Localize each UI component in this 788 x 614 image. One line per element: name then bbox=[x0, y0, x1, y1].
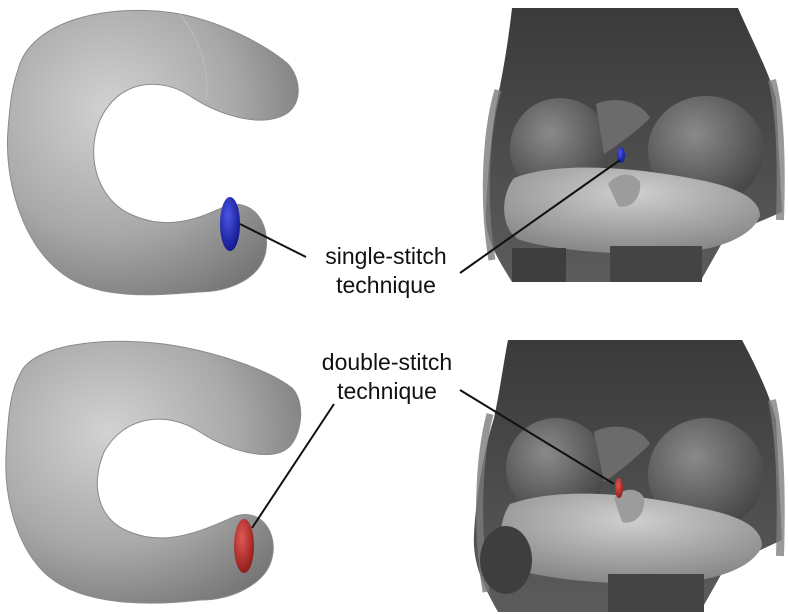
meniscus-bottom-body bbox=[5, 340, 302, 604]
condyle-left-bottom bbox=[506, 418, 606, 518]
double-stitch-label: double-stitch technique bbox=[292, 348, 482, 406]
double-stitch-label-line1: double-stitch bbox=[321, 349, 453, 375]
double-stitch-marker-meniscus bbox=[234, 519, 254, 573]
single-stitch-leader-right bbox=[459, 159, 621, 274]
single-stitch-leader-left bbox=[239, 223, 307, 258]
single-stitch-label: single-stitch technique bbox=[288, 242, 484, 300]
meniscus-top bbox=[6, 9, 299, 296]
meniscus-top-body bbox=[6, 9, 299, 296]
double-stitch-marker-knee bbox=[615, 478, 623, 498]
tibia-plateau-top bbox=[504, 167, 760, 254]
tibia-plateau-bottom bbox=[500, 493, 762, 584]
knee-bottom bbox=[473, 340, 785, 612]
single-stitch-marker-knee bbox=[617, 147, 625, 163]
double-stitch-label-line2: technique bbox=[337, 378, 437, 404]
double-stitch-leader-left bbox=[251, 403, 335, 529]
single-stitch-label-line2: technique bbox=[336, 272, 436, 298]
single-stitch-marker-meniscus bbox=[220, 197, 240, 251]
knee-top bbox=[482, 8, 785, 282]
single-stitch-label-line1: single-stitch bbox=[325, 243, 447, 269]
double-stitch-leader-right bbox=[459, 389, 615, 485]
condyle-right-bottom bbox=[648, 418, 764, 530]
meniscus-bottom bbox=[5, 340, 302, 604]
